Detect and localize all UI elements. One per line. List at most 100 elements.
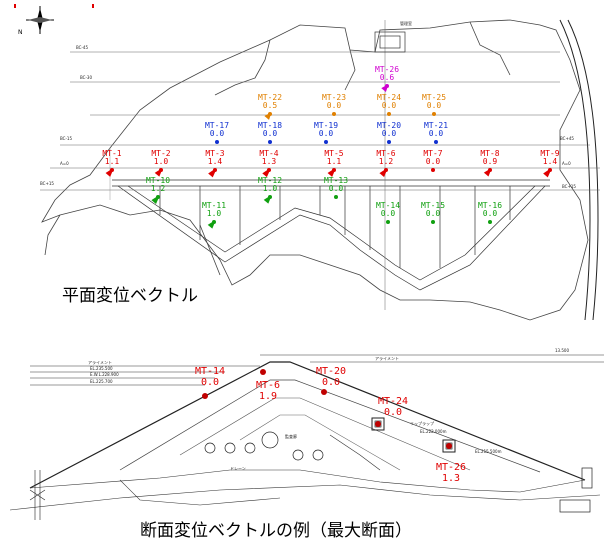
- displacement-vector-icon: [327, 169, 335, 177]
- marker-point-icon: [202, 393, 208, 399]
- svg-text:EL.235.500: EL.235.500: [90, 366, 113, 371]
- displacement-vector-icon: [381, 85, 388, 93]
- displacement-vector-icon: [264, 113, 271, 120]
- plan-marker-mt-11: MT-111.0: [202, 201, 226, 229]
- plan-marker-mt-21: MT-210.0: [424, 121, 448, 144]
- displacement-vector-icon: [208, 169, 216, 178]
- plan-marker-mt-24: MT-240.0: [377, 93, 401, 116]
- marker-point-icon: [321, 389, 327, 395]
- plan-marker-mt-9: MT-91.4: [540, 149, 560, 178]
- plan-markers-group: MT-260.6MT-220.5MT-230.0MT-240.0MT-250.0…: [102, 65, 560, 229]
- plan-marker-mt-13: MT-130.0: [324, 176, 348, 199]
- svg-text:BC+15: BC+15: [40, 181, 54, 186]
- marker-point-icon: [431, 220, 435, 224]
- marker-value-label: 0.0: [319, 129, 334, 138]
- marker-id-label: MT-8: [480, 149, 499, 158]
- marker-value-label: 1.4: [208, 157, 223, 166]
- svg-text:アライメント: アライメント: [375, 355, 399, 361]
- marker-value-label: 1.3: [262, 157, 277, 166]
- marker-id-label: MT-4: [259, 149, 278, 158]
- plan-marker-mt-5: MT-51.1: [324, 149, 344, 177]
- svg-text:BC+45: BC+45: [560, 136, 574, 141]
- svg-text:13.500: 13.500: [555, 348, 569, 353]
- marker-id-label: MT-22: [258, 93, 282, 102]
- svg-text:監査廊: 監査廊: [285, 433, 297, 439]
- plan-marker-mt-4: MT-41.3: [259, 149, 279, 178]
- marker-id-label: MT-6: [376, 149, 395, 158]
- svg-text:EL.225.700: EL.225.700: [90, 379, 113, 384]
- marker-value-label: 1.4: [543, 157, 558, 166]
- plan-caption: 平面変位ベクトル: [62, 286, 198, 306]
- plan-marker-mt-3: MT-31.4: [205, 149, 225, 178]
- river-curve: [559, 19, 599, 321]
- marker-value-label: 1.3: [442, 473, 460, 484]
- section-marker-mt-6: MT-61.9: [256, 369, 280, 402]
- marker-id-label: MT-10: [146, 176, 170, 185]
- marker-value-label: 1.0: [207, 209, 222, 218]
- marker-value-label: 0.0: [322, 377, 340, 388]
- marker-point-icon: [431, 168, 435, 172]
- plan-marker-mt-23: MT-230.0: [322, 93, 346, 116]
- marker-value-label: 0.5: [263, 101, 278, 110]
- plan-marker-mt-17: MT-170.0: [205, 121, 229, 144]
- marker-point-icon: [260, 369, 266, 375]
- marker-id-label: MT-24: [377, 93, 401, 102]
- marker-id-label: MT-18: [258, 121, 282, 130]
- control-room-label: 管理室: [400, 20, 412, 26]
- marker-point-icon: [332, 112, 336, 116]
- section-marker-mt-20: MT-200.0: [316, 366, 346, 395]
- dam-body-outline: [112, 179, 550, 291]
- svg-text:A=0: A=0: [60, 161, 69, 166]
- marker-id-label: MT-14: [376, 201, 400, 210]
- marker-point-icon: [387, 112, 391, 116]
- marker-point-icon: [268, 140, 272, 144]
- marker-value-label: 1.1: [327, 157, 342, 166]
- plan-marker-mt-16: MT-160.0: [478, 201, 502, 224]
- marker-value-label: 0.0: [429, 129, 444, 138]
- svg-text:ドレーン: ドレーン: [230, 466, 246, 471]
- svg-text:EL.222.000m: EL.222.000m: [420, 429, 447, 434]
- marker-point-icon: [446, 443, 452, 449]
- marker-id-label: MT-21: [424, 121, 448, 130]
- svg-text:EL.215.500m: EL.215.500m: [475, 449, 502, 454]
- plan-marker-mt-7: MT-70.0: [423, 149, 443, 172]
- plan-marker-mt-2: MT-21.0: [151, 149, 171, 177]
- marker-point-icon: [215, 140, 219, 144]
- section-marker-mt-24: MT-240.0: [375, 396, 408, 427]
- displacement-vector-icon: [379, 169, 387, 178]
- section-marker-mt-26: MT-261.3: [436, 443, 466, 484]
- marker-id-label: MT-26: [436, 462, 466, 473]
- marker-id-label: MT-13: [324, 176, 348, 185]
- section-marker-mt-14: MT-140.0: [195, 366, 225, 399]
- marker-value-label: 0.0: [384, 407, 402, 418]
- marker-value-label: 0.0: [382, 101, 397, 110]
- marker-value-label: 1.1: [105, 157, 120, 166]
- marker-id-label: MT-12: [258, 176, 282, 185]
- plan-marker-mt-20: MT-200.0: [377, 121, 401, 144]
- marker-id-label: MT-19: [314, 121, 338, 130]
- marker-value-label: 0.0: [381, 209, 396, 218]
- marker-id-label: MT-5: [324, 149, 343, 158]
- marker-id-label: MT-2: [151, 149, 170, 158]
- svg-text:BC-15: BC-15: [60, 136, 72, 141]
- svg-text:アライメント: アライメント: [88, 359, 112, 365]
- marker-id-label: MT-26: [375, 65, 399, 74]
- marker-id-label: MT-20: [316, 366, 346, 377]
- section-view-diagram: アライメント EL.235.500 E.W.L.228.900 EL.225.7…: [9, 348, 604, 520]
- marker-value-label: 0.0: [427, 101, 442, 110]
- svg-text:E.W.L.228.900: E.W.L.228.900: [90, 372, 119, 377]
- marker-id-label: MT-16: [478, 201, 502, 210]
- displacement-vector-icon: [105, 169, 113, 177]
- svg-text:BC-45: BC-45: [76, 45, 88, 50]
- displacement-vector-icon: [154, 169, 162, 177]
- plan-marker-mt-10: MT-101.2: [146, 176, 170, 205]
- plan-marker-mt-22: MT-220.5: [258, 93, 282, 120]
- marker-id-label: MT-7: [423, 149, 442, 158]
- marker-point-icon: [386, 220, 390, 224]
- marker-value-label: 0.0: [426, 209, 441, 218]
- svg-text:BC+15: BC+15: [562, 184, 576, 189]
- marker-value-label: 1.2: [151, 184, 166, 193]
- marker-point-icon: [375, 421, 381, 427]
- displacement-vector-icon: [151, 196, 159, 205]
